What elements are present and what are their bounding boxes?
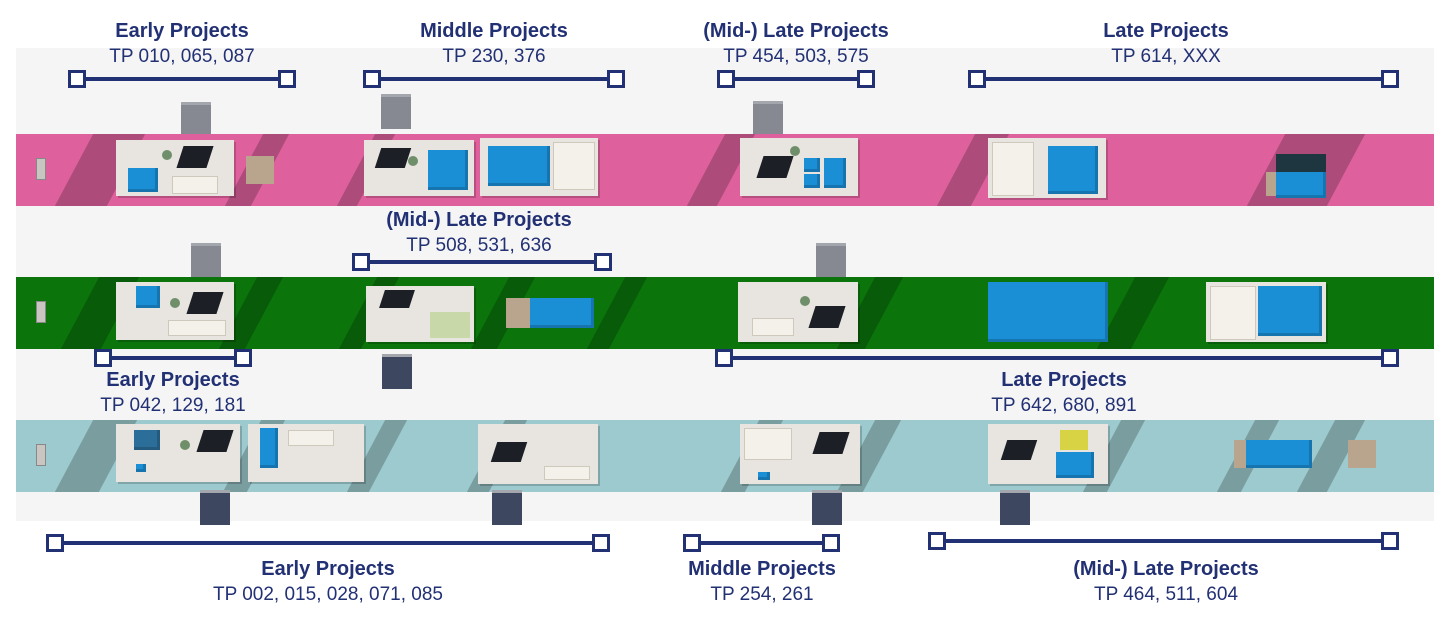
blue-cube	[1258, 286, 1322, 336]
group-label-row1-early: Early Projects TP 010, 065, 087	[82, 21, 282, 66]
group-subtitle: TP 042, 129, 181	[100, 395, 246, 416]
blue-cube	[1276, 172, 1326, 198]
background-strip	[16, 205, 1434, 277]
pillar	[181, 102, 211, 137]
image-panel	[172, 176, 218, 194]
timeline-bracket	[352, 253, 612, 271]
image-panel	[288, 430, 334, 446]
blue-cube	[804, 158, 820, 172]
map-panel	[430, 312, 470, 338]
floor-band-green	[16, 277, 1434, 349]
image-panel	[168, 320, 226, 336]
timeline-bracket	[928, 532, 1399, 550]
background-strip	[16, 491, 1434, 521]
group-subtitle: TP 010, 065, 087	[109, 46, 255, 67]
group-title: Middle Projects	[420, 20, 568, 42]
group-subtitle: TP 464, 511, 604	[1093, 584, 1239, 605]
blue-cube	[136, 464, 146, 472]
dark-object	[379, 290, 415, 308]
group-label-row2-early: Early Projects TP 042, 129, 181	[73, 370, 273, 415]
pedestal	[506, 298, 530, 328]
group-label-row3-early: Early Projects TP 002, 015, 028, 071, 08…	[178, 559, 478, 604]
plant-icon	[790, 146, 800, 156]
blue-cube	[1056, 452, 1094, 478]
pillar	[816, 243, 846, 278]
background-strip	[16, 48, 1434, 134]
timeline-bracket	[46, 534, 610, 552]
group-title: Late Projects	[1103, 20, 1229, 42]
blue-cube	[428, 150, 468, 190]
image-panel	[752, 318, 794, 336]
blue-cube	[988, 282, 1108, 342]
map-panel	[1060, 430, 1088, 450]
group-title: (Mid-) Late Projects	[703, 20, 889, 42]
pillar	[1000, 490, 1030, 525]
blue-cube	[128, 168, 158, 192]
image-panel	[553, 142, 595, 190]
blue-cube	[488, 146, 550, 186]
timeline-bracket	[715, 349, 1399, 367]
timeline-bracket	[717, 70, 875, 88]
pillar	[753, 101, 783, 136]
group-label-row1-midlate: (Mid-) Late Projects TP 454, 503, 575	[686, 21, 906, 66]
group-title: Early Projects	[261, 558, 395, 580]
group-label-row1-middle: Middle Projects TP 230, 376	[394, 21, 594, 66]
blue-cube	[1048, 146, 1098, 194]
group-subtitle: TP 002, 015, 028, 071, 085	[213, 584, 443, 605]
pillar	[200, 490, 230, 525]
blue-cube	[530, 298, 594, 328]
timeline-bracket	[363, 70, 625, 88]
group-subtitle: TP 230, 376	[442, 46, 546, 67]
timeline-bracket	[683, 534, 840, 552]
plant-icon	[170, 298, 180, 308]
pillar	[812, 490, 842, 525]
pedestal	[1234, 440, 1246, 468]
timeline-bracket	[968, 70, 1399, 88]
pillar	[191, 243, 221, 278]
plant-icon	[180, 440, 190, 450]
plant-icon	[162, 150, 172, 160]
pillar	[382, 354, 412, 389]
group-subtitle: TP 254, 261	[710, 584, 814, 605]
timeline-bracket	[68, 70, 296, 88]
pedestal	[1348, 440, 1376, 468]
group-title: Late Projects	[1001, 369, 1127, 391]
blue-cube	[1246, 440, 1312, 468]
group-label-row2-midlate: (Mid-) Late Projects TP 508, 531, 636	[369, 210, 589, 255]
group-subtitle: TP 454, 503, 575	[723, 46, 869, 67]
blue-cube	[134, 430, 160, 450]
blue-cube	[824, 158, 846, 188]
group-label-row2-late: Late Projects TP 642, 680, 891	[964, 370, 1164, 415]
group-title: (Mid-) Late Projects	[1073, 558, 1259, 580]
group-title: Early Projects	[115, 20, 249, 42]
pedestal	[246, 156, 274, 184]
plant-icon	[408, 156, 418, 166]
blue-cube	[136, 286, 160, 308]
group-label-row3-midlate: (Mid-) Late Projects TP 464, 511, 604	[1056, 559, 1276, 604]
group-title: Early Projects	[106, 369, 240, 391]
image-panel	[1210, 286, 1256, 340]
blue-cube	[758, 472, 770, 480]
group-label-row1-late: Late Projects TP 614, XXX	[1066, 21, 1266, 66]
blue-cube	[260, 428, 278, 468]
group-label-row3-middle: Middle Projects TP 254, 261	[662, 559, 862, 604]
blue-cube	[804, 174, 820, 188]
timeline-bracket	[94, 349, 252, 367]
group-title: Middle Projects	[688, 558, 836, 580]
group-title: (Mid-) Late Projects	[386, 209, 572, 231]
plant-icon	[800, 296, 810, 306]
group-subtitle: TP 508, 531, 636	[406, 235, 552, 256]
image-panel	[744, 428, 792, 460]
pillar	[381, 94, 411, 129]
group-subtitle: TP 614, XXX	[1111, 46, 1221, 67]
image-panel	[992, 142, 1034, 196]
image-panel	[544, 466, 590, 480]
group-subtitle: TP 642, 680, 891	[991, 395, 1137, 416]
pillar	[492, 490, 522, 525]
pedestal	[1266, 172, 1276, 196]
pedestal	[1276, 154, 1326, 172]
